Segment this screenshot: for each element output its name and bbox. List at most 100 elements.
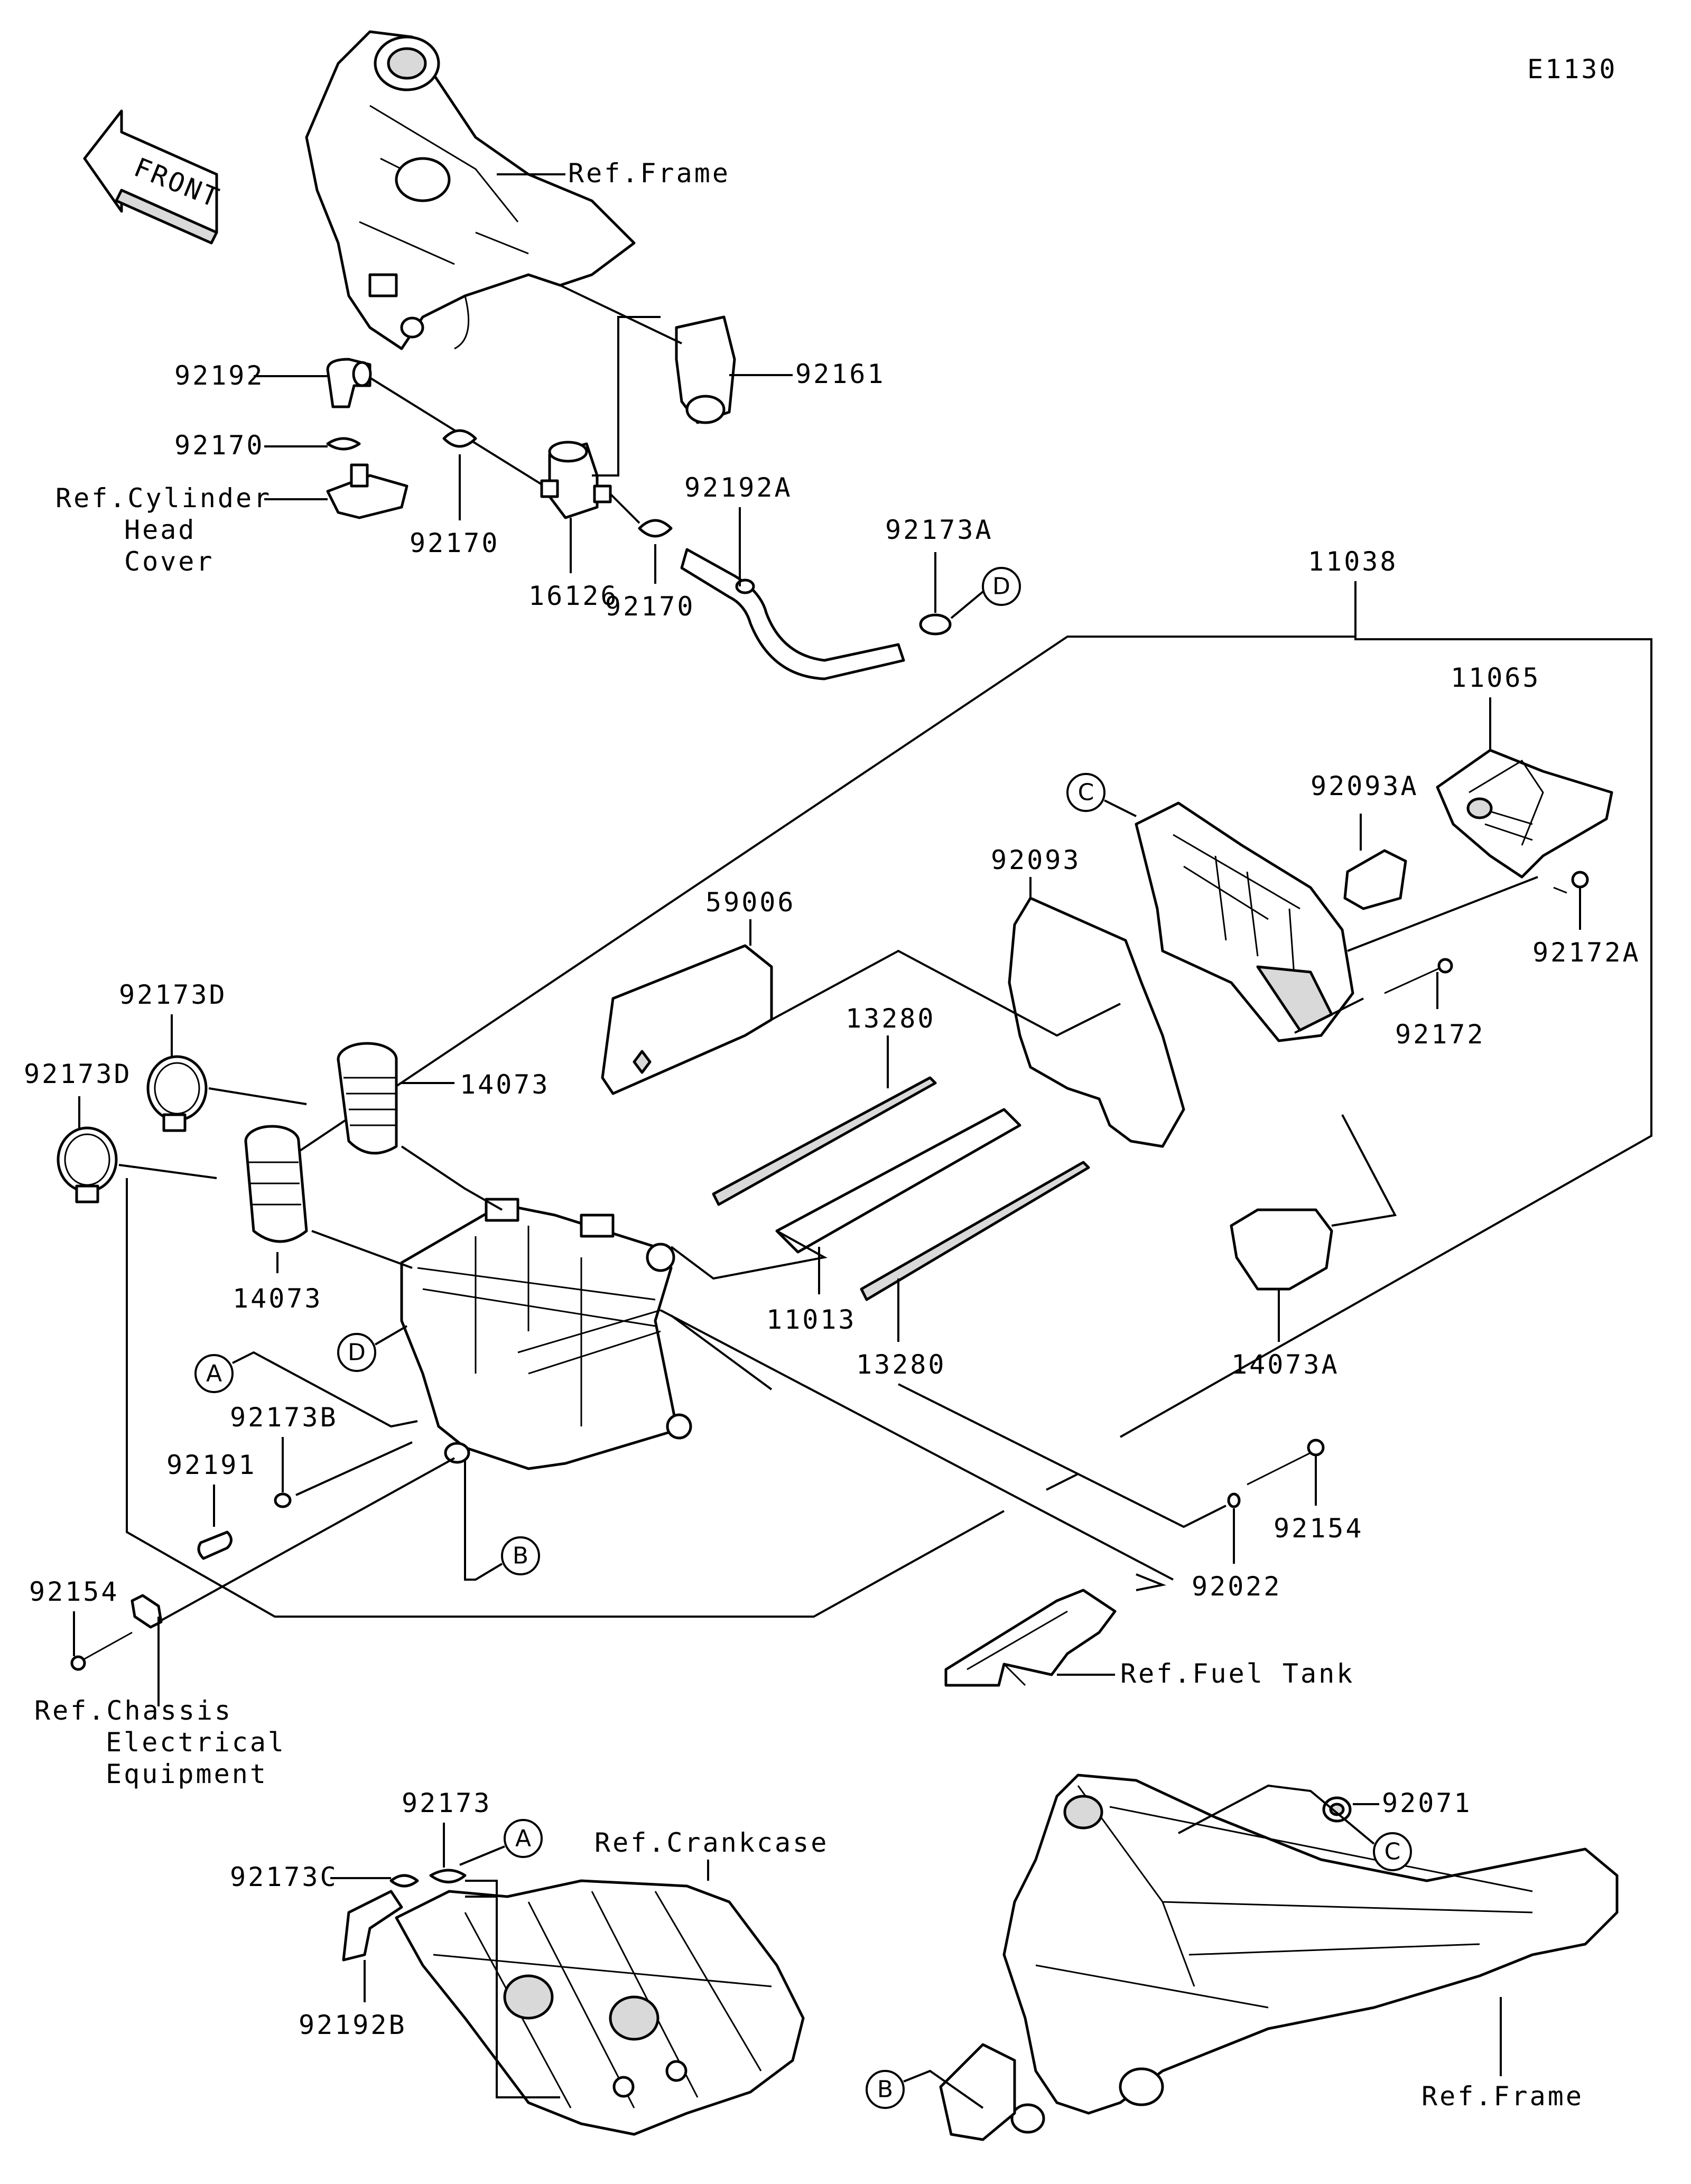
label-92093A: 92093A [1311,771,1419,801]
callout-D-top-label: D [992,573,1010,600]
part-16126-drawing [540,441,612,519]
callout-B-top [501,1536,540,1575]
ref-cylinder-3: Cover [124,546,215,577]
upper-case-drawing [1135,801,1354,1042]
part-92093-drawing [1008,897,1185,1148]
label-92154-left: 92154 [29,1576,119,1607]
label-92173C: 92173C [230,1862,338,1892]
label-92192B: 92192B [299,2010,407,2040]
callout-D-top [982,567,1021,606]
callout-C-bottom [1373,1832,1412,1871]
part-92170-left-drawing [326,437,361,451]
part-92071-drawing [1322,1796,1352,1823]
lower-case-drain-drawing [444,1442,470,1464]
part-92173C-drawing [389,1874,419,1888]
label-92154-right: 92154 [1274,1513,1364,1544]
part-92173D-upper-drawing [146,1055,208,1132]
part-11013-drawing [775,1108,1021,1254]
label-92192: 92192 [174,360,265,391]
callout-A-top [194,1354,234,1393]
label-16126: 16126 [528,581,619,611]
label-92192A: 92192A [684,472,793,503]
part-92173D-lower-drawing [57,1126,118,1203]
label-92173B: 92173B [230,1402,338,1433]
part-92170-mid-drawing [442,429,477,448]
cylinder-cover-piece-drawing [326,463,408,519]
ref-frame-bottom: Ref.Frame [1421,2081,1584,2112]
part-92191-drawing [197,1530,233,1560]
part-92173-drawing [429,1869,467,1883]
label-92071: 92071 [1382,1788,1472,1818]
label-92173A: 92173A [885,515,993,545]
label-13280-upper: 13280 [846,1003,936,1034]
label-92161: 92161 [795,359,886,389]
part-92192-drawing [326,358,372,408]
front-arrow-icon: FRONT [83,109,225,245]
label-59006: 59006 [705,887,796,918]
label-11038: 11038 [1308,546,1398,577]
label-11013: 11013 [766,1304,857,1335]
label-92170-left: 92170 [174,430,265,461]
callout-A-bottom-label: A [515,1825,531,1852]
label-14073-lower: 14073 [233,1283,323,1314]
part-59006-drawing [601,944,773,1095]
part-92173A-drawing [919,613,952,636]
ref-chassis-1: Ref.Chassis [34,1695,233,1726]
ref-cylinder-1: Ref.Cylinder [55,483,272,514]
ref-crankcase: Ref.Crankcase [594,1827,829,1858]
ref-fuel-tank: Ref.Fuel Tank [1120,1658,1354,1689]
part-92093A-drawing [1343,849,1407,910]
label-92022: 92022 [1192,1571,1282,1602]
callout-D-bottom-label: D [348,1339,366,1366]
callout-C-top-label: C [1078,779,1094,806]
label-92173: 92173 [402,1788,492,1818]
chassis-holder-drawing [131,1594,163,1629]
frame-bottom-drawing [939,1774,1619,2141]
callout-A-bottom [504,1819,543,1858]
callout-D-bottom [337,1333,376,1372]
label-92173D-lower: 92173D [24,1059,132,1089]
part-92172-drawing [1384,958,1453,994]
frame-head-drawing [305,30,636,350]
crankcase-drawing [395,1879,805,2136]
callout-B-top-label: B [513,1543,528,1570]
callout-B-bottom [866,2070,905,2109]
label-92170-right: 92170 [605,591,695,622]
ref-chassis-3: Equipment [106,1759,268,1789]
callout-A-top-label: A [206,1360,222,1387]
label-14073A: 14073A [1231,1349,1340,1380]
part-11065-drawing [1436,749,1613,879]
callout-C-top [1066,773,1105,812]
fuel-tank-bracket-drawing [944,1589,1117,1687]
part-92170-right-drawing [638,519,673,538]
label-92191: 92191 [166,1450,257,1480]
part-92172A-drawing [1553,871,1589,894]
label-92172: 92172 [1395,1019,1485,1050]
part-92192A-drawing [680,548,905,680]
ref-frame-top: Ref.Frame [568,158,730,189]
label-13280-lower: 13280 [856,1349,946,1380]
part-92154-right-drawing [1247,1439,1325,1486]
part-92022-drawing [1227,1492,1241,1508]
callout-C-bottom-label: C [1385,1838,1401,1865]
ref-cylinder-2: Head [124,515,196,545]
label-92093: 92093 [991,845,1081,875]
callout-B-bottom-label: B [877,2076,893,2103]
part-14073A-drawing [1230,1208,1333,1291]
part-13280-lower-drawing [860,1161,1090,1301]
label-92172A: 92172A [1532,937,1641,968]
part-92192B-drawing [342,1890,403,1962]
lower-case-drawing [400,1198,692,1470]
part-14073-lower-drawing [244,1125,308,1243]
label-14073-upper: 14073 [460,1069,550,1100]
part-92161-drawing [675,315,736,424]
ref-chassis-2: Electrical [106,1727,286,1758]
part-92173B-drawing [274,1492,292,1508]
label-92173D-upper: 92173D [119,979,227,1010]
label-11065: 11065 [1451,662,1541,693]
part-13280-upper-drawing [712,1076,937,1206]
diagram-code: E1130 [1527,54,1618,85]
part-14073-upper-drawing [337,1042,398,1155]
label-92170-mid: 92170 [410,528,500,558]
